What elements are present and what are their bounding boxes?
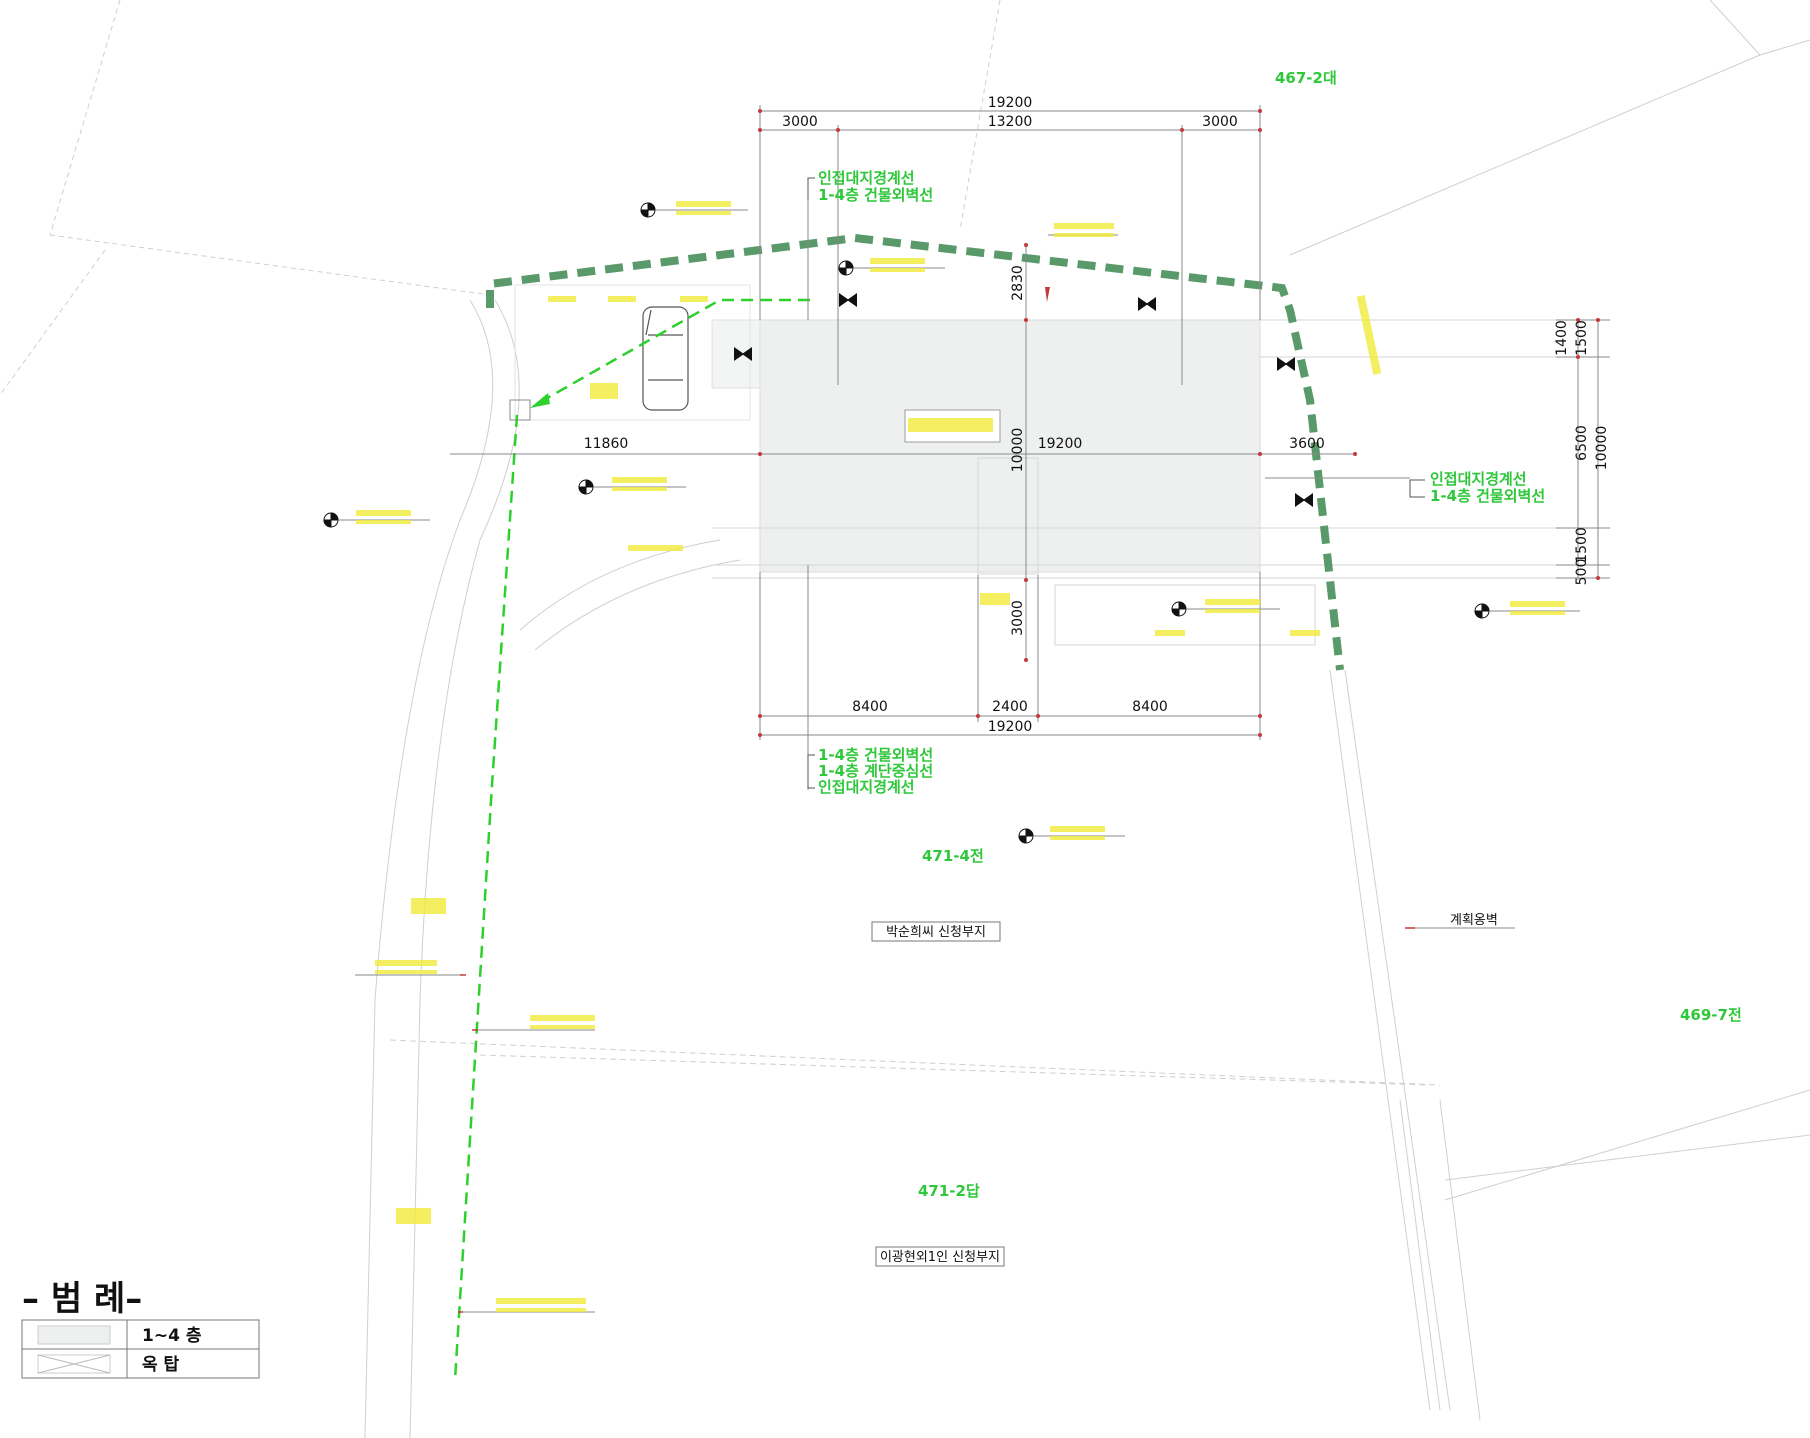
access-path-line bbox=[453, 298, 810, 1381]
legend-title: – 범 례– bbox=[22, 1279, 142, 1319]
dim-mid-center: 19200 bbox=[1038, 436, 1083, 452]
dim-right-6500: 6500 bbox=[1574, 425, 1590, 461]
dim-mid-left: 11860 bbox=[584, 436, 629, 452]
applicant-site-park: 박순희씨 신청부지 bbox=[886, 925, 986, 940]
lot-467-2: 467-2대 bbox=[1275, 69, 1337, 87]
dim-right-1500: 1500 bbox=[1574, 320, 1590, 356]
property-boundary-line bbox=[486, 233, 1344, 671]
dim-bottom-mid: 2400 bbox=[992, 699, 1028, 715]
legend-row-floors: 1~4 층 bbox=[142, 1326, 202, 1346]
legend-row-rooftop: 옥 탑 bbox=[142, 1354, 180, 1375]
planned-wall-pointer bbox=[458, 287, 1415, 1313]
planned-retaining-wall-label: 계획옹벽 bbox=[1450, 913, 1498, 928]
legend-swatch-floors bbox=[37, 1325, 111, 1345]
callout-brackets bbox=[807, 177, 1425, 789]
callout-east-adjacent-boundary: 인접대지경계선 bbox=[1430, 470, 1527, 488]
legend: – 범 례– 1~4 층 옥 탑 bbox=[21, 1279, 260, 1379]
car-outline bbox=[642, 306, 689, 411]
building-footprint bbox=[514, 284, 1560, 646]
dim-vertical-10000: 10000 bbox=[1010, 428, 1026, 473]
dim-top-total: 19200 bbox=[988, 95, 1033, 111]
lot-469-7: 469-7전 bbox=[1680, 1006, 1742, 1024]
dim-right-1500b: 1500 bbox=[1574, 527, 1590, 563]
dim-right-10000: 10000 bbox=[1594, 426, 1610, 471]
dim-top-right: 3000 bbox=[1202, 114, 1238, 130]
benchmark-icons bbox=[323, 202, 1490, 844]
dim-top-mid: 13200 bbox=[988, 114, 1033, 130]
callout-south-adjacent-boundary: 인접대지경계선 bbox=[818, 778, 915, 796]
dim-bottom-right: 8400 bbox=[1132, 699, 1168, 715]
survey-marker-icons bbox=[734, 293, 1313, 507]
lot-471-4: 471-4전 bbox=[922, 847, 984, 865]
callout-south-stair-center: 1-4층 계단중심선 bbox=[818, 762, 933, 780]
callout-north-building-wall: 1-4층 건물외벽선 bbox=[818, 186, 933, 204]
callout-south-building-wall: 1-4층 건물외벽선 bbox=[818, 746, 933, 764]
callout-east-building-wall: 1-4층 건물외벽선 bbox=[1430, 487, 1545, 505]
dimension-lines bbox=[450, 105, 1610, 790]
dim-bottom-left: 8400 bbox=[852, 699, 888, 715]
dim-mid-right: 3600 bbox=[1289, 436, 1325, 452]
dim-vertical-2830: 2830 bbox=[1010, 265, 1026, 301]
callout-north-adjacent-boundary: 인접대지경계선 bbox=[818, 169, 915, 187]
illegible-annotations bbox=[356, 201, 1565, 1312]
lot-471-2: 471-2답 bbox=[918, 1182, 980, 1200]
dim-right-500: 500 bbox=[1574, 559, 1590, 586]
dim-right-1400: 1400 bbox=[1554, 320, 1570, 356]
dim-top-left: 3000 bbox=[782, 114, 818, 130]
applicant-site-lee: 이광현외1인 신청부지 bbox=[880, 1250, 1000, 1265]
dim-vertical-3000: 3000 bbox=[1010, 600, 1026, 636]
dim-bottom-total: 19200 bbox=[988, 719, 1033, 735]
dimension-ticks bbox=[758, 109, 1600, 737]
